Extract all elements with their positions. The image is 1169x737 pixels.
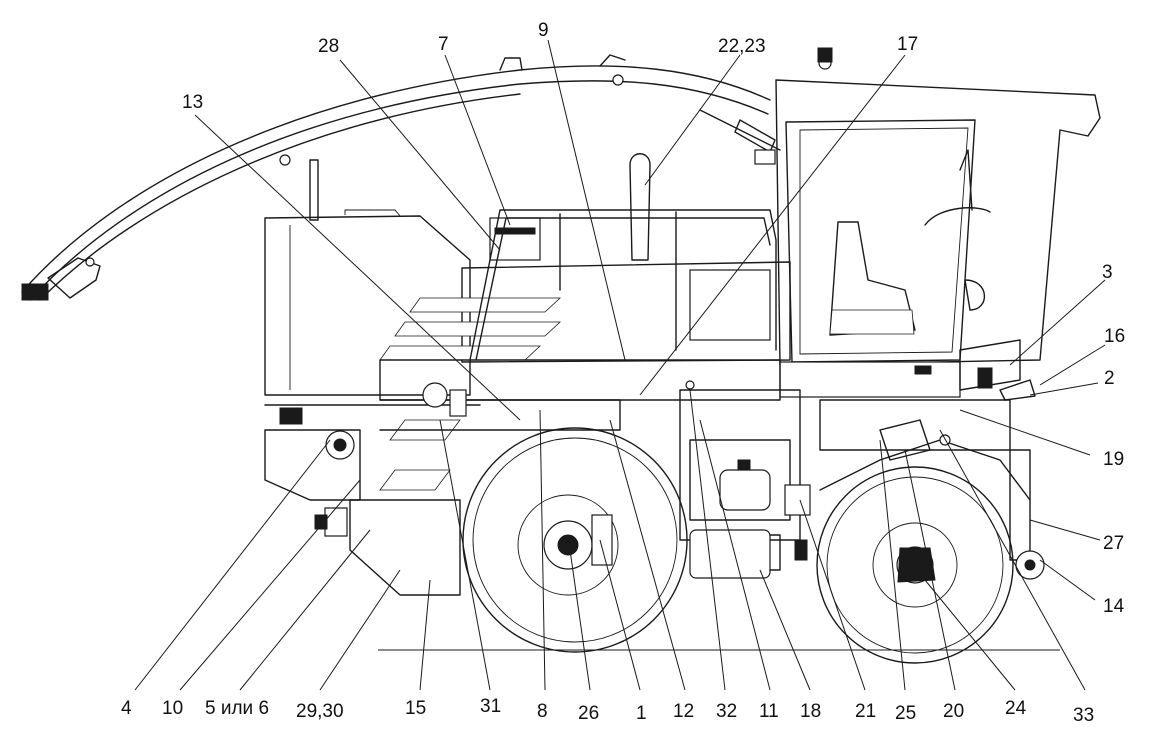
callout-31: 31 [480, 696, 501, 717]
callout-labels: 13 28 7 9 22,23 17 3 16 2 19 27 14 4 10 … [121, 20, 1125, 726]
engine-hood [264, 209, 791, 425]
rear-wheel [816, 466, 1014, 664]
tanks [689, 459, 808, 579]
callout-19: 19 [1103, 449, 1124, 470]
callout-1: 1 [636, 703, 647, 724]
chassis-frame [379, 359, 1011, 541]
cab [775, 47, 1101, 401]
callout-13: 13 [182, 92, 203, 113]
callout-18: 18 [800, 701, 821, 722]
callout-25: 25 [895, 703, 916, 724]
callout-8: 8 [537, 701, 548, 722]
callout-10: 10 [162, 698, 183, 719]
callout-27: 27 [1103, 533, 1124, 554]
air-filter [489, 153, 651, 261]
callout-28: 28 [318, 36, 339, 57]
callout-9: 9 [538, 20, 549, 41]
callout-24: 24 [1005, 698, 1027, 719]
callout-26: 26 [578, 703, 599, 724]
callout-29-30: 29,30 [296, 701, 344, 722]
callout-32: 32 [716, 701, 737, 722]
callout-11: 11 [759, 701, 779, 722]
callout-14: 14 [1103, 596, 1125, 617]
callout-3: 3 [1102, 262, 1113, 283]
callout-4: 4 [121, 698, 132, 719]
callout-7: 7 [438, 34, 449, 55]
discharge-spout [21, 54, 781, 301]
callout-15: 15 [405, 698, 426, 719]
callout-22-23: 22,23 [718, 36, 766, 57]
callout-12: 12 [673, 701, 694, 722]
side-panel-hatching [379, 297, 562, 491]
callout-17: 17 [897, 34, 918, 55]
rear-linkage [784, 419, 1045, 580]
header-mount [264, 429, 461, 596]
front-wheel [462, 427, 688, 653]
callout-20: 20 [943, 701, 964, 722]
callout-33: 33 [1073, 705, 1094, 726]
callout-5-or-6: 5 или 6 [205, 698, 269, 719]
callout-16: 16 [1104, 326, 1125, 347]
callout-2: 2 [1104, 368, 1115, 389]
callout-21: 21 [855, 701, 876, 722]
guard-rail [469, 209, 777, 361]
leader-lines [134, 39, 1106, 691]
